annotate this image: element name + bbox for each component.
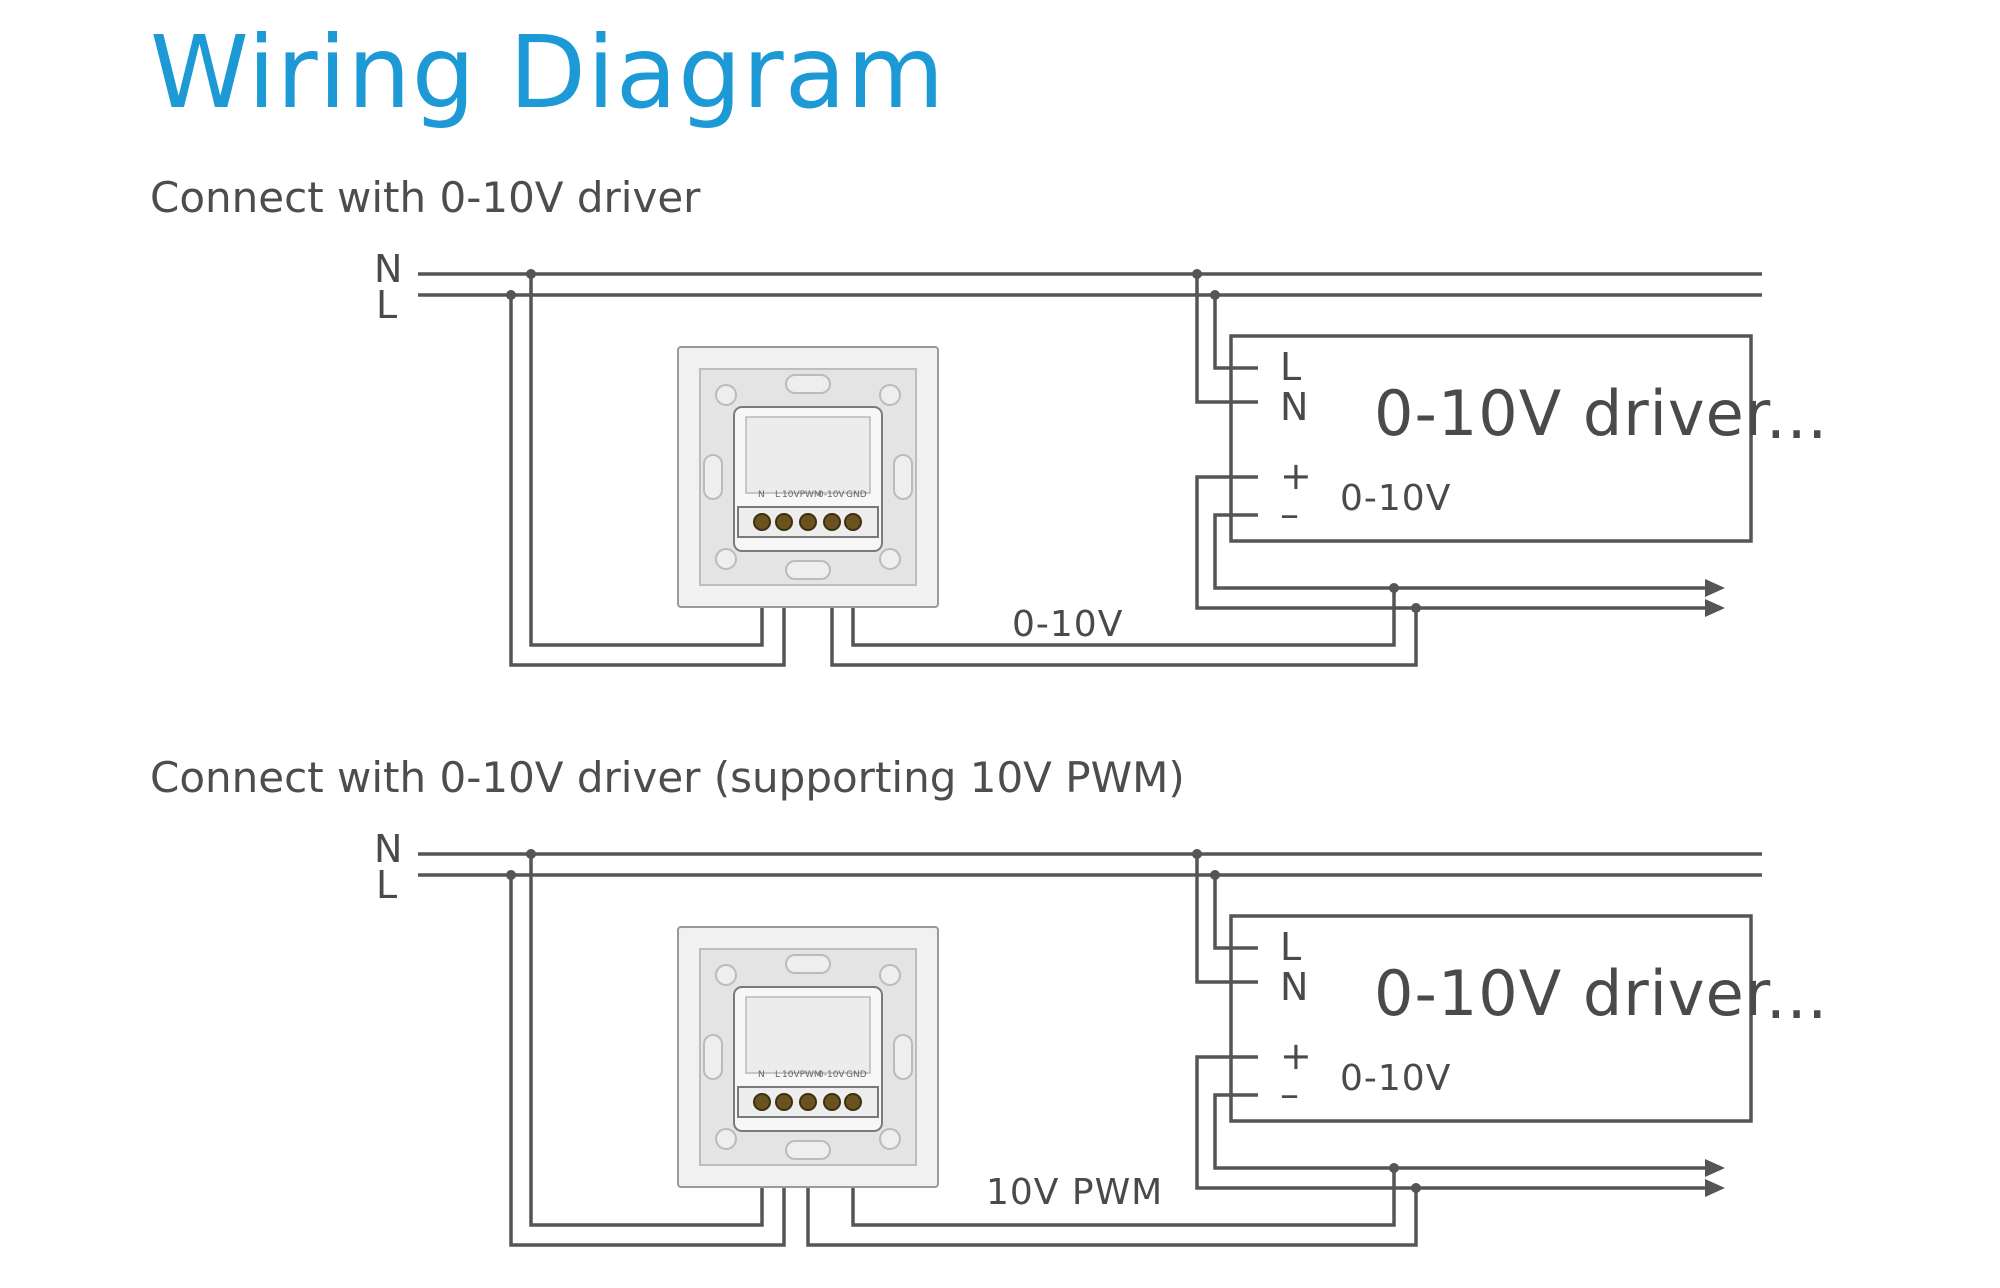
neutral-line-label: N [374,827,402,871]
live-line-label: L [376,283,397,327]
driver-box: L N + – 0-10V driver 0-10V [1229,334,1771,543]
driver-signal-label: 0-10V [1340,478,1451,519]
junction-dot [1411,603,1421,613]
driver-plus-wire [1195,1055,1705,1190]
driver-pin-stubs [1231,366,1258,517]
junction-dot [526,849,536,859]
output-arrow-icon [1705,1179,1725,1197]
output-arrow-icon [1705,599,1725,617]
continuation-ellipsis: ... [1766,960,1828,1033]
screw-hole-icon [715,384,737,406]
driver-pin-plus: + [1280,454,1312,498]
terminal-screw-icon [753,513,771,531]
output-arrow-icon [1705,1159,1725,1177]
screw-hole-icon [879,548,901,570]
live-line-label: L [376,863,397,907]
driver-pin-plus: + [1280,1034,1312,1078]
driver-plus-wire [1195,475,1705,610]
dimmer-module: N L 10VPWM 0-10V GND [677,926,939,1188]
junction-dot [1192,269,1202,279]
diagram-subtitle: Connect with 0-10V driver (supporting 10… [150,753,1185,802]
mount-slot-icon [703,454,723,500]
terminal-screw-icon [799,1093,817,1111]
junction-dot [1389,1163,1399,1173]
signal-wire-label: 10V PWM [986,1172,1163,1213]
dimmer-module: N L 10VPWM 0-10V GND [677,346,939,608]
continuation-ellipsis: ... [1766,380,1828,453]
driver-pin-n: N [1280,385,1308,429]
junction-dot [506,870,516,880]
driver-pin-n: N [1280,965,1308,1009]
diagram-subtitle: Connect with 0-10V driver [150,173,701,222]
driver-box: L N + – 0-10V driver 0-10V [1229,914,1771,1123]
terminal-screw-icon [823,513,841,531]
mount-slot-icon [703,1034,723,1080]
driver-title: 0-10V driver [1374,957,1771,1030]
terminal-screw-icon [844,1093,862,1111]
junction-dot [1389,583,1399,593]
signal-wire-label: 0-10V [1012,604,1123,645]
terminal-label: 0-10V [818,1070,845,1080]
dimmer-window [745,416,871,494]
mount-slot-icon [785,1140,831,1160]
terminal-screw-icon [844,513,862,531]
mount-slot-icon [785,954,831,974]
junction-dot [1411,1183,1421,1193]
terminal-screw-icon [753,1093,771,1111]
terminal-label: GND [846,1070,867,1080]
junction-dot [526,269,536,279]
terminal-label: 0-10V [818,490,845,500]
junction-dot [1210,870,1220,880]
output-arrow-icon [1705,579,1725,597]
terminal-screw-icon [775,513,793,531]
screw-hole-icon [715,1128,737,1150]
terminal-label: GND [846,490,867,500]
junction-dot [506,290,516,300]
page-title: Wiring Diagram [150,14,945,131]
screw-hole-icon [879,964,901,986]
junction-dot [1210,290,1220,300]
driver-signal-label: 0-10V [1340,1058,1451,1099]
neutral-line-label: N [374,247,402,291]
mount-slot-icon [785,374,831,394]
diagram-10v-pwm: Connect with 0-10V driver (supporting 10… [150,753,1828,1247]
terminal-label: L [775,1070,780,1080]
terminal-label: N [758,490,765,500]
terminal-label: 10VPWM [782,1070,822,1080]
dimmer-window [745,996,871,1074]
driver-outline [1229,914,1753,1123]
mount-slot-icon [785,560,831,580]
screw-hole-icon [879,1128,901,1150]
driver-pin-minus: – [1280,1072,1299,1116]
screw-hole-icon [715,548,737,570]
driver-pin-l: L [1280,925,1301,969]
terminal-screw-icon [799,513,817,531]
terminal-label: 10VPWM [782,490,822,500]
diagram-0-10v: Connect with 0-10V driver N L 0-10V L [150,173,1828,667]
terminal-screw-icon [775,1093,793,1111]
mount-slot-icon [893,454,913,500]
screw-hole-icon [879,384,901,406]
mount-slot-icon [893,1034,913,1080]
driver-pin-l: L [1280,345,1301,389]
terminal-screw-icon [823,1093,841,1111]
driver-title: 0-10V driver [1374,377,1771,450]
screw-hole-icon [715,964,737,986]
driver-pin-minus: – [1280,492,1299,536]
terminal-label: L [775,490,780,500]
driver-pin-stubs [1231,946,1258,1097]
terminal-label: N [758,1070,765,1080]
driver-outline [1229,334,1753,543]
junction-dot [1192,849,1202,859]
